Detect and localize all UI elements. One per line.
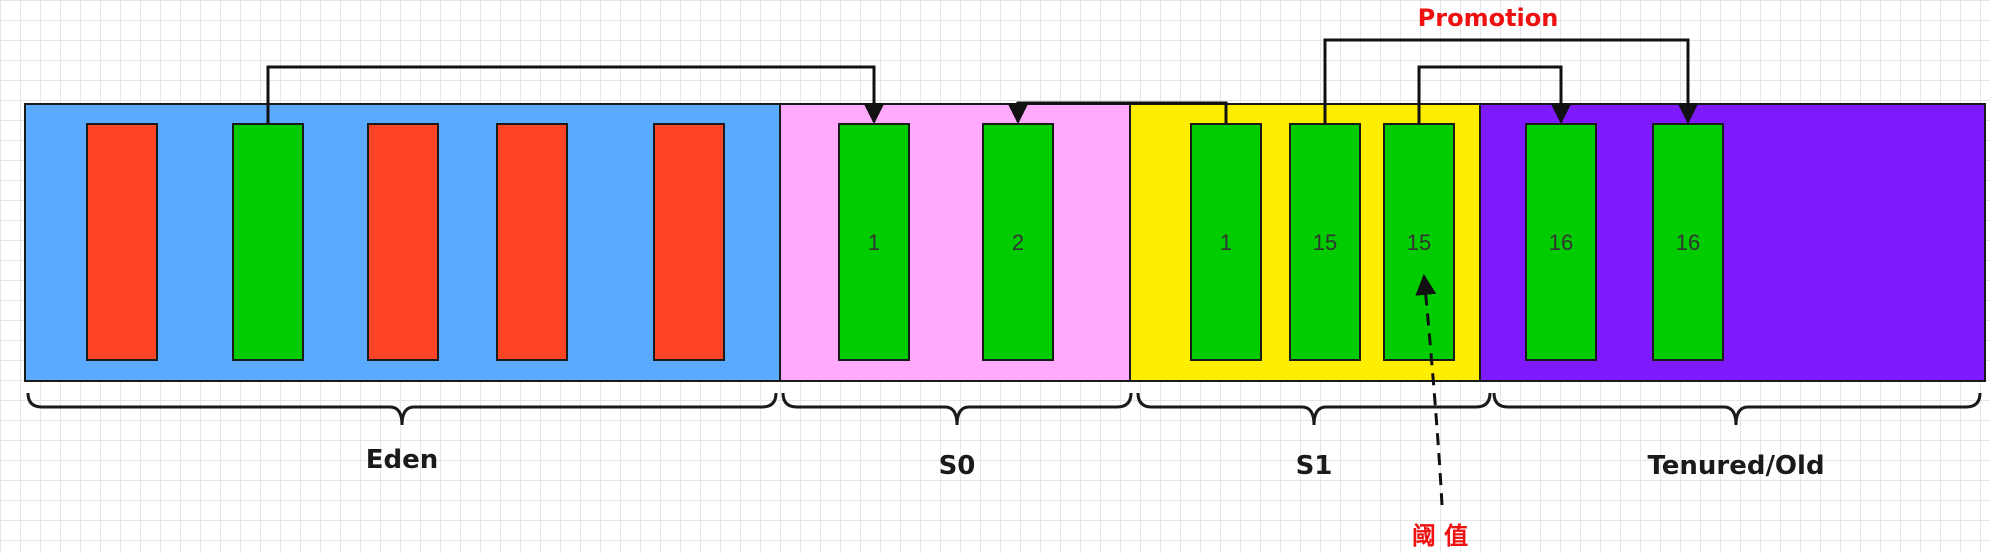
object-age-label: 1 — [868, 230, 880, 255]
eden-brace — [26, 392, 778, 426]
old-live-object — [1525, 123, 1597, 361]
s0-live-object — [838, 123, 910, 361]
object-age-label: 2 — [1012, 230, 1024, 255]
promotion-label: Promotion — [1418, 4, 1559, 32]
promotion-arrow-s1-to-old — [1323, 38, 1699, 125]
copy-arrow-s1-to-s0 — [1007, 101, 1228, 125]
eden-dead-object — [496, 123, 568, 361]
threshold-arrow — [1415, 273, 1444, 506]
eden-dead-object — [653, 123, 725, 361]
object-age-label: 16 — [1676, 230, 1700, 255]
threshold-label: 阈 值 — [1412, 522, 1468, 550]
s1-label: S1 — [1296, 451, 1333, 481]
eden-dead-object — [367, 123, 439, 361]
eden-dead-object — [86, 123, 158, 361]
object-age-label: 15 — [1313, 230, 1337, 255]
s0-brace — [781, 392, 1133, 426]
s0-region — [779, 103, 1131, 382]
s1-brace — [1136, 392, 1492, 426]
eden-label: Eden — [366, 445, 439, 475]
old-live-object — [1652, 123, 1724, 361]
s1-live-object — [1383, 123, 1455, 361]
copy-arrow-eden-to-s0 — [266, 65, 885, 125]
object-age-label: 16 — [1549, 230, 1573, 255]
s1-live-object — [1289, 123, 1361, 361]
object-age-label: 15 — [1407, 230, 1431, 255]
promotion-arrow-s1-to-old — [1417, 65, 1572, 125]
eden-live-object — [232, 123, 304, 361]
object-age-label: 1 — [1220, 230, 1232, 255]
old-brace — [1492, 392, 1982, 426]
s1-live-object — [1190, 123, 1262, 361]
old-label: Tenured/Old — [1647, 451, 1824, 481]
s0-live-object — [982, 123, 1054, 361]
s0-label: S0 — [939, 451, 976, 481]
